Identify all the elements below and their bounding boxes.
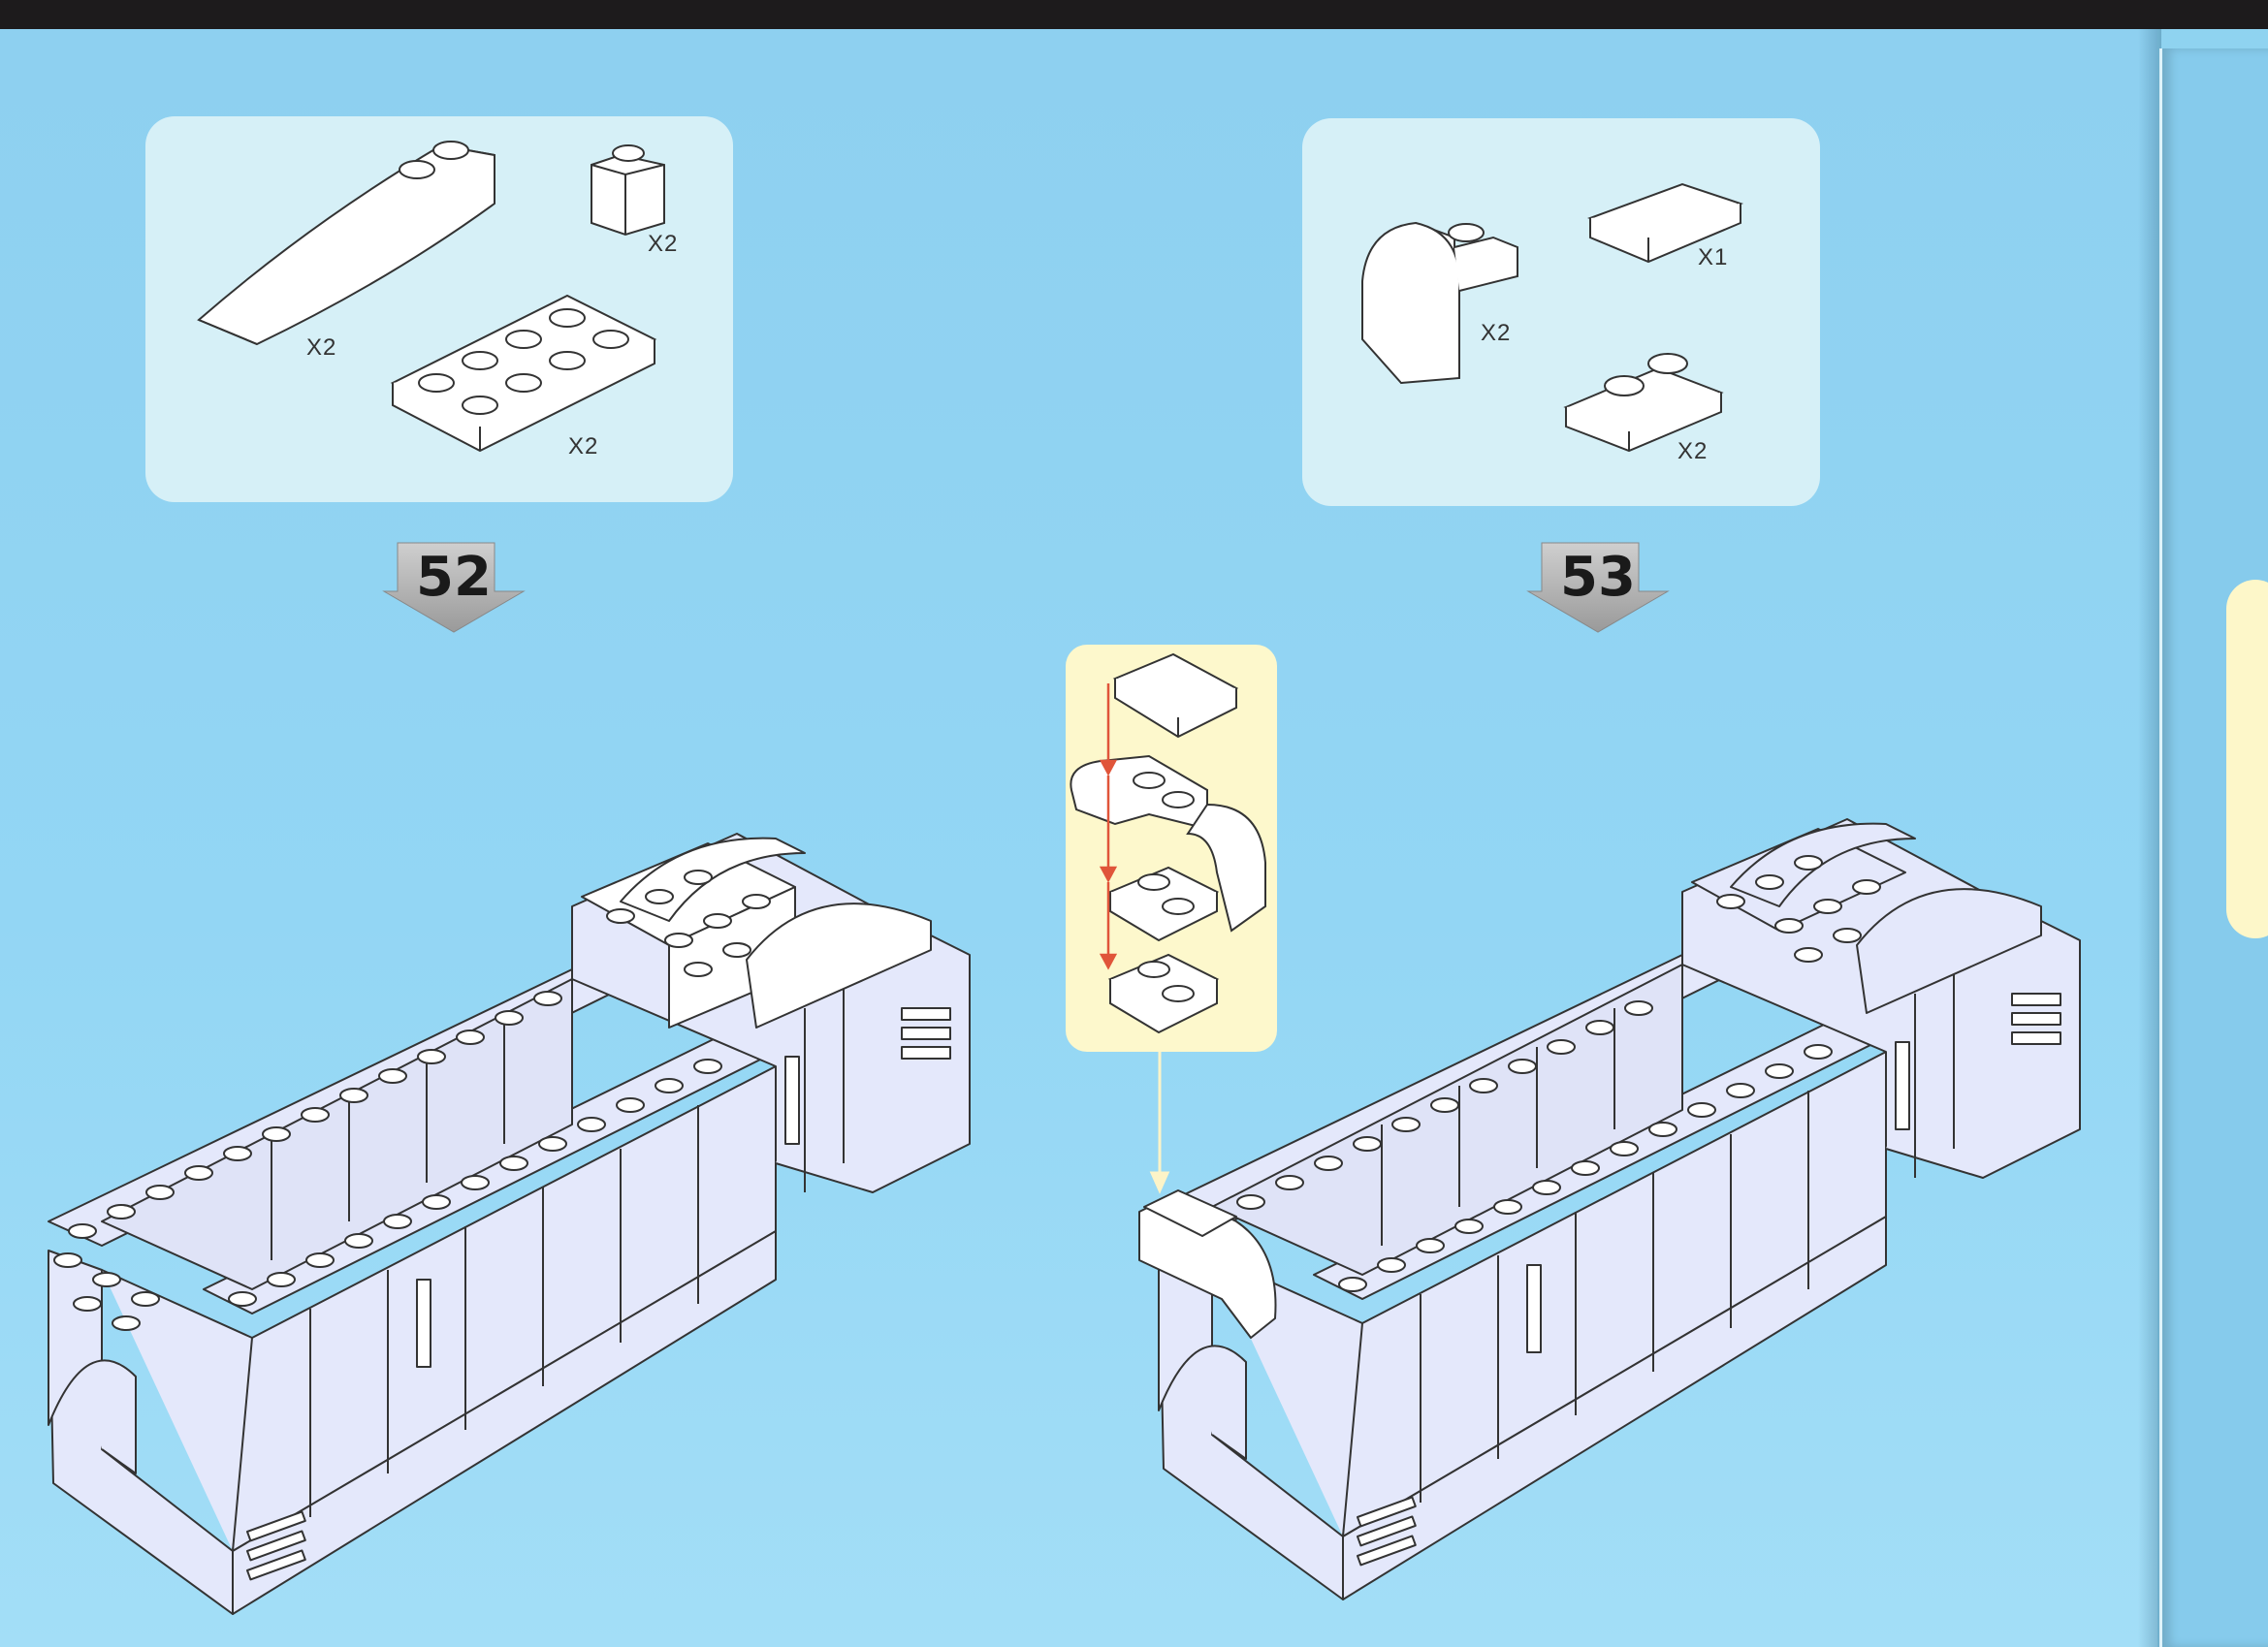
tile-1x2-icon	[1586, 182, 1744, 264]
assembly-guide-arrows	[1099, 683, 1118, 970]
step-52-arrow	[382, 542, 526, 633]
part-qty-label: X2	[1481, 320, 1512, 346]
step-53-arrow	[1526, 542, 1670, 633]
sub-assembly-diagram	[1070, 652, 1266, 1034]
part-qty-label: X2	[568, 433, 599, 459]
placement-pointer	[1149, 1052, 1170, 1194]
step-number: 53	[1560, 546, 1636, 609]
curved-slope-brick-icon	[197, 141, 495, 346]
model-step-52	[48, 833, 971, 1615]
part-qty-label: X2	[648, 231, 679, 257]
part-qty-label: X2	[1677, 438, 1709, 464]
step-number: 52	[416, 546, 492, 609]
book-gutter	[2138, 29, 2161, 1647]
part-qty-label: X1	[1698, 244, 1729, 270]
brick-1x1-icon	[591, 144, 665, 237]
part-qty-label: X2	[306, 334, 337, 361]
scan-top-edge	[0, 0, 2268, 29]
plate-2x4-icon	[390, 294, 657, 453]
curved-brick-icon	[1361, 221, 1518, 385]
next-page-panel	[2226, 580, 2268, 938]
plate-1x2-icon	[1563, 353, 1724, 453]
model-step-53	[1138, 818, 2081, 1600]
